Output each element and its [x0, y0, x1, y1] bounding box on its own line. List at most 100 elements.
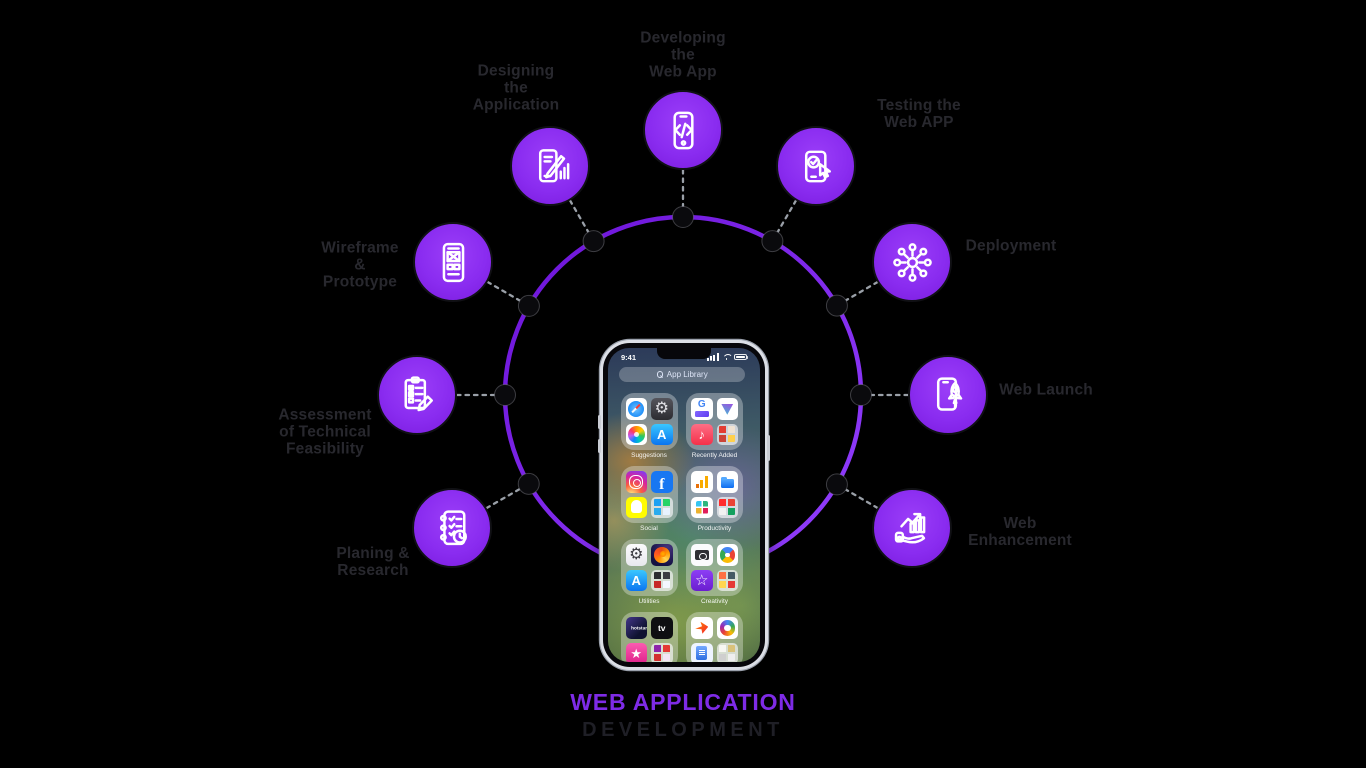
title-line1: WEB APPLICATION	[570, 689, 796, 715]
wifi-icon	[722, 353, 731, 361]
node-label-assessment: Assessment of Technical Feasibility	[278, 406, 372, 458]
folder-card	[620, 612, 678, 662]
folder-utilities: Utilities	[619, 539, 679, 606]
ring-dot-testing	[761, 230, 784, 253]
signal-icon	[707, 353, 719, 361]
folder-card	[686, 393, 743, 450]
node-label-web-launch: Web Launch	[999, 381, 1093, 399]
folder-row4-7	[685, 612, 745, 662]
node-web-launch	[908, 355, 988, 435]
ring-dot-planing-research	[517, 472, 540, 495]
connector-testing	[771, 199, 798, 243]
node-label-deployment: Deployment	[965, 237, 1057, 255]
arrow-orange-icon	[691, 617, 713, 639]
folder-label: Productivity	[697, 525, 732, 532]
power-button	[767, 435, 770, 461]
folder-label: Social	[640, 525, 658, 532]
folder-card	[686, 612, 743, 662]
firefox-icon	[651, 544, 673, 566]
star-pink-icon	[625, 642, 647, 662]
slack-icon	[691, 496, 713, 518]
analytics-icon	[691, 471, 713, 493]
node-label-planing-research: Planing & Research	[336, 545, 410, 579]
phone-screen: 9:41 App Library Suggestions Recently Add…	[608, 348, 760, 662]
camera-icon	[691, 544, 713, 566]
status-bar: 9:41	[608, 351, 760, 363]
node-label-web-enhancement: Web Enhancement	[968, 515, 1072, 549]
instagram-icon	[625, 471, 647, 493]
node-label-designing: Designing the Application	[472, 62, 560, 114]
minigrid-c-icon	[716, 496, 738, 518]
status-icons	[707, 353, 749, 361]
minigrid-d-icon	[651, 569, 673, 591]
folder-card	[686, 466, 743, 523]
node-developing	[643, 90, 723, 170]
tv-black-icon	[651, 617, 673, 639]
google-swirl-icon	[716, 617, 738, 639]
ring-dot-web-enhancement	[825, 473, 848, 496]
node-wireframe	[413, 222, 493, 302]
connector-planing-research	[485, 482, 530, 510]
node-planing-research	[412, 488, 492, 568]
phone-wireframe-icon	[442, 242, 464, 282]
play-gradient-icon	[716, 398, 738, 420]
folder-card	[620, 466, 678, 523]
facebook-icon	[651, 471, 673, 493]
star-purple-icon	[691, 569, 713, 591]
folder-label: Suggestions	[631, 452, 667, 459]
minigrid-e-icon	[716, 569, 738, 591]
snapchat-icon	[625, 496, 647, 518]
connector-deployment	[835, 280, 879, 307]
gphotos-icon	[716, 544, 738, 566]
search-icon	[656, 371, 663, 378]
ring-dot-developing	[672, 206, 694, 228]
node-web-enhancement	[872, 488, 952, 568]
connector-designing	[568, 199, 595, 243]
photos-icon	[625, 423, 647, 445]
ring-dot-wireframe	[517, 294, 540, 317]
music-icon	[691, 423, 713, 445]
clipboard-check-icon	[404, 375, 433, 411]
battery-icon	[734, 353, 749, 361]
status-time: 9:41	[621, 352, 637, 362]
ring-dot-assessment	[494, 384, 516, 406]
folder-label: Creativity	[700, 598, 729, 605]
connector-web-enhancement	[835, 483, 879, 510]
gboard-icon	[691, 398, 713, 420]
search-label: App Library	[666, 370, 708, 379]
ring-dot-web-launch	[850, 384, 872, 406]
safari-icon	[625, 398, 647, 420]
folder-label: Recently Added	[691, 452, 738, 459]
node-designing	[510, 126, 590, 206]
phone-code-icon	[672, 111, 694, 149]
hotstar-icon	[625, 617, 647, 639]
app-library-grid: Suggestions Recently AddedSocial Productiv…	[619, 393, 745, 662]
folder-recently-added: Recently Added	[685, 393, 745, 460]
folder-suggestions: Suggestions	[619, 393, 679, 460]
node-assessment	[377, 355, 457, 435]
minigrid-g-icon	[716, 642, 738, 662]
volume-up-button	[598, 415, 601, 429]
phone-mockup: 9:41 App Library Suggestions Recently Add…	[598, 343, 770, 667]
notch	[657, 348, 711, 359]
growth-hand-icon	[894, 512, 925, 543]
settings-dark-icon	[651, 398, 673, 420]
node-label-wireframe: Wireframe & Prototype	[321, 239, 399, 291]
folder-card	[620, 539, 678, 596]
title-line2: DEVELOPMENT	[582, 719, 784, 741]
phone-rocket-icon	[936, 376, 962, 411]
diagram-title: WEB APPLICATION DEVELOPMENT	[483, 689, 883, 742]
volume-down-button	[598, 439, 601, 453]
folder-label: Utilities	[638, 598, 660, 605]
node-testing	[776, 126, 856, 206]
folder-creativity: Creativity	[685, 539, 745, 606]
checklist-clock-icon	[439, 509, 467, 545]
node-label-developing: Developing the Web App	[640, 29, 726, 81]
appstore-icon	[651, 423, 673, 445]
folder-productivity: Productivity	[685, 466, 745, 533]
ring-dot-designing	[582, 230, 605, 253]
files-icon	[716, 471, 738, 493]
minigrid-f-icon	[651, 642, 673, 662]
folder-card	[686, 539, 743, 596]
